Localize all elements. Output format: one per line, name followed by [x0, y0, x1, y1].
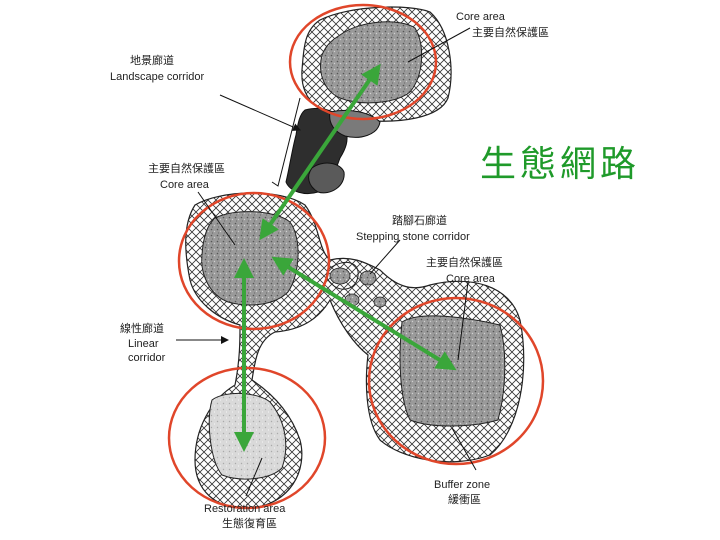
- label-restoration-en: Restoration area: [204, 503, 286, 515]
- core-areas: [201, 21, 506, 480]
- label-core-right-zh: 主要自然保護區: [426, 255, 503, 269]
- core-middle: [201, 211, 299, 306]
- label-stepping-zh: 踏腳石廊道: [392, 213, 447, 227]
- label-stepping-en: Stepping stone corridor: [356, 231, 470, 243]
- label-core-top-en: Core area: [456, 11, 506, 23]
- label-linear-zh: 線性廊道: [120, 321, 164, 335]
- connection-arrows: [234, 63, 457, 452]
- label-core-middle-en: Core area: [160, 179, 210, 191]
- core-right: [399, 315, 506, 427]
- label-landscape-zh: 地景廊道: [130, 53, 174, 67]
- leader-lines: [176, 27, 477, 497]
- arrow-middle-top: [259, 63, 381, 241]
- label-core-top-zh: 主要自然保護區: [472, 25, 549, 39]
- diagram-title: 生態網路: [480, 144, 640, 185]
- label-landscape-en: Landscape corridor: [110, 71, 205, 83]
- label-buffer-en: Buffer zone: [434, 479, 490, 491]
- labels: Core area 主要自然保護區 地景廊道 Landscape corrido…: [110, 11, 549, 530]
- label-linear-en-1: Linear: [128, 338, 159, 350]
- label-linear-en-2: corridor: [128, 352, 166, 364]
- label-core-right-en: Core area: [446, 273, 496, 285]
- arrow-middle-right: [271, 256, 457, 371]
- label-buffer-zh: 緩衝區: [448, 492, 481, 506]
- label-core-middle-zh: 主要自然保護區: [148, 161, 225, 175]
- label-restoration-zh: 生態復育區: [222, 516, 277, 530]
